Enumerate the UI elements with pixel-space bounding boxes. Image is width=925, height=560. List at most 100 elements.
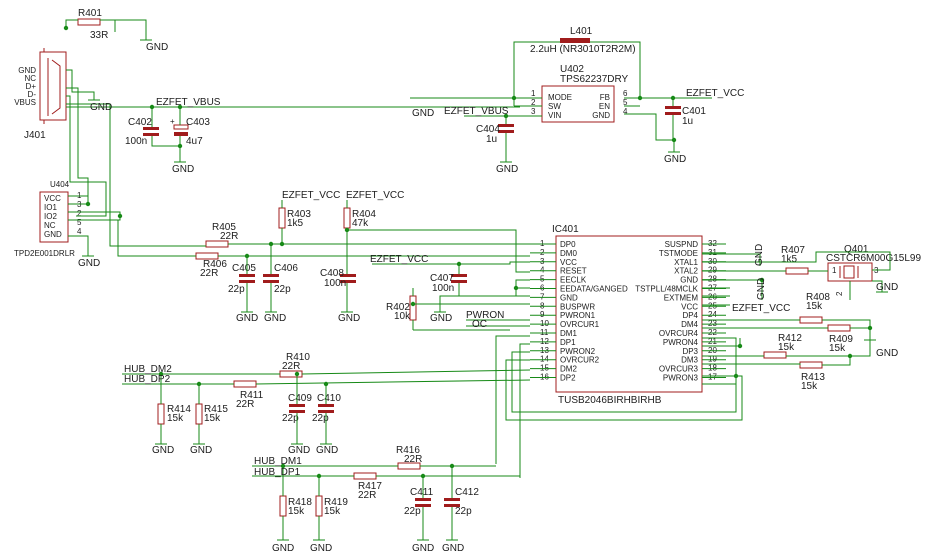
svg-text:22p: 22p <box>404 506 421 517</box>
r402-ref: R402 <box>386 302 410 313</box>
svg-text:C406: C406 <box>274 263 298 274</box>
c404-ref-label: C404 <box>476 124 500 135</box>
ic401-pin-1: DP0 <box>560 240 576 249</box>
junctions <box>63 25 873 479</box>
u402-pin-mode: MODE <box>548 93 572 102</box>
r417-value: 22R <box>358 490 376 501</box>
r411-value: 22R <box>236 399 254 410</box>
j401-ref: J401 <box>24 130 46 141</box>
svg-text:2: 2 <box>77 209 82 218</box>
svg-text:C405: C405 <box>232 263 256 274</box>
r405-value: 22R <box>220 231 238 242</box>
j401-pin-nc: NC <box>24 74 36 83</box>
ic401-pin-4: RESET <box>560 267 587 276</box>
ic401-pin-21: PWRON4 <box>663 338 699 347</box>
r407-body <box>785 267 809 275</box>
svg-text:+: + <box>170 117 175 126</box>
ic401-pin-23: DM4 <box>681 320 698 329</box>
ic401-pin-19: DM3 <box>681 356 698 365</box>
j401-pin-gnd: GND <box>18 66 36 75</box>
svg-text:GND: GND <box>316 445 338 456</box>
svg-text:GND: GND <box>272 543 294 554</box>
r407-value: 1k5 <box>781 254 798 265</box>
ic401-pin-14: OVRCUR2 <box>560 356 600 365</box>
svg-text:C412: C412 <box>455 487 479 498</box>
r418-ref: R418 <box>288 497 312 508</box>
net-pwron: PWRON <box>466 310 504 321</box>
r409-body <box>827 324 851 332</box>
svg-text:6: 6 <box>623 89 628 98</box>
r416-ref: R416 <box>396 445 420 456</box>
r407-ref: R407 <box>781 245 805 256</box>
r411-body <box>233 380 257 388</box>
ic401-pin-labels: DP01DM02VCC3RESET4EECLK5EEDATA/GANGED6GN… <box>540 239 717 383</box>
ic401-pin-13: PWRON2 <box>560 347 596 356</box>
svg-text:2: 2 <box>835 291 844 296</box>
net-labels: EZFET_VBUS EZFET_VBUS EZFET_VCC EZFET_VC… <box>124 88 790 478</box>
svg-text:GND: GND <box>430 313 452 324</box>
r402-body <box>409 295 417 321</box>
svg-text:1: 1 <box>531 89 536 98</box>
r409-ref: R409 <box>829 334 853 345</box>
l401-ref: L401 <box>570 26 593 37</box>
u402-pin-gnd: GND <box>592 111 610 120</box>
u404-pin-io2: IO2 <box>44 212 57 221</box>
r406-ref: R406 <box>203 259 227 270</box>
r403-ref: R403 <box>287 209 311 220</box>
svg-text:4: 4 <box>623 107 628 116</box>
r418-value: 15k <box>288 506 305 517</box>
r406-value: 22R <box>200 268 218 279</box>
ic401-pin-9: PWRON1 <box>560 311 596 320</box>
r408-value: 15k <box>806 301 823 312</box>
j401-pin-dminus: D- <box>28 90 37 99</box>
q401-ref: Q401 <box>844 244 869 255</box>
r419-body <box>315 495 323 517</box>
ic401-pin-10: OVRCUR1 <box>560 320 600 329</box>
u404-ref: U404 <box>50 180 70 189</box>
r408-body <box>799 316 823 324</box>
r404-body <box>343 207 351 229</box>
net-oc: OC <box>472 319 487 330</box>
r415-ref: R415 <box>204 404 228 415</box>
ic401-pin-30: XTAL1 <box>674 258 698 267</box>
r403-value: 1k5 <box>287 218 304 229</box>
r404-value: 47k <box>352 218 369 229</box>
svg-text:GND: GND <box>78 258 100 269</box>
c401-ref: C401 <box>682 106 706 117</box>
net-hub-dp1: HUB_DP1 <box>254 467 301 478</box>
c403-ref: C403 <box>186 117 210 128</box>
svg-text:GND: GND <box>412 108 434 119</box>
r410-value: 22R <box>282 361 300 372</box>
ground-symbols: GND GND GND GND GND GND GND GND GND GND … <box>78 39 898 554</box>
c404-value: 1u <box>486 134 497 145</box>
u402-pin-fb: FB <box>600 93 610 102</box>
net-ezfet-vbus: EZFET_VBUS <box>156 97 221 108</box>
svg-text:GND: GND <box>264 313 286 324</box>
u404-pin-vcc: VCC <box>44 194 61 203</box>
r401-value: 33R <box>90 30 108 41</box>
net-hub-dm2: HUB_DM2 <box>124 364 172 375</box>
svg-text:GND: GND <box>754 244 765 266</box>
ic401-pin-16: DP2 <box>560 374 576 383</box>
ic401-pin-12: DP1 <box>560 338 576 347</box>
r412-value: 15k <box>778 342 795 353</box>
u404-pin-gnd: GND <box>44 230 62 239</box>
ic401-pin-29: XTAL2 <box>674 267 698 276</box>
ic401-pin-25: VCC <box>681 302 698 311</box>
svg-text:22p: 22p <box>282 413 299 424</box>
svg-text:C407: C407 <box>430 273 454 284</box>
gnd-label: GND <box>146 42 168 53</box>
r413-ref: R413 <box>801 372 825 383</box>
svg-text:100n: 100n <box>432 283 454 294</box>
c410-capacitor: C410 22p <box>312 393 341 424</box>
q401-part: CSTCR6M00G15L99 <box>826 253 921 264</box>
svg-text:2: 2 <box>531 98 536 107</box>
r408-ref: R408 <box>806 292 830 303</box>
ic401-pin-24: DP4 <box>682 311 698 320</box>
r414-ref: R414 <box>167 404 191 415</box>
r417-ref: R417 <box>358 481 382 492</box>
r411-ref: R411 <box>240 390 264 401</box>
net-hub-dp2: HUB_DP2 <box>124 374 171 385</box>
svg-text:GND: GND <box>190 445 212 456</box>
c401-value: 1u <box>682 116 693 127</box>
